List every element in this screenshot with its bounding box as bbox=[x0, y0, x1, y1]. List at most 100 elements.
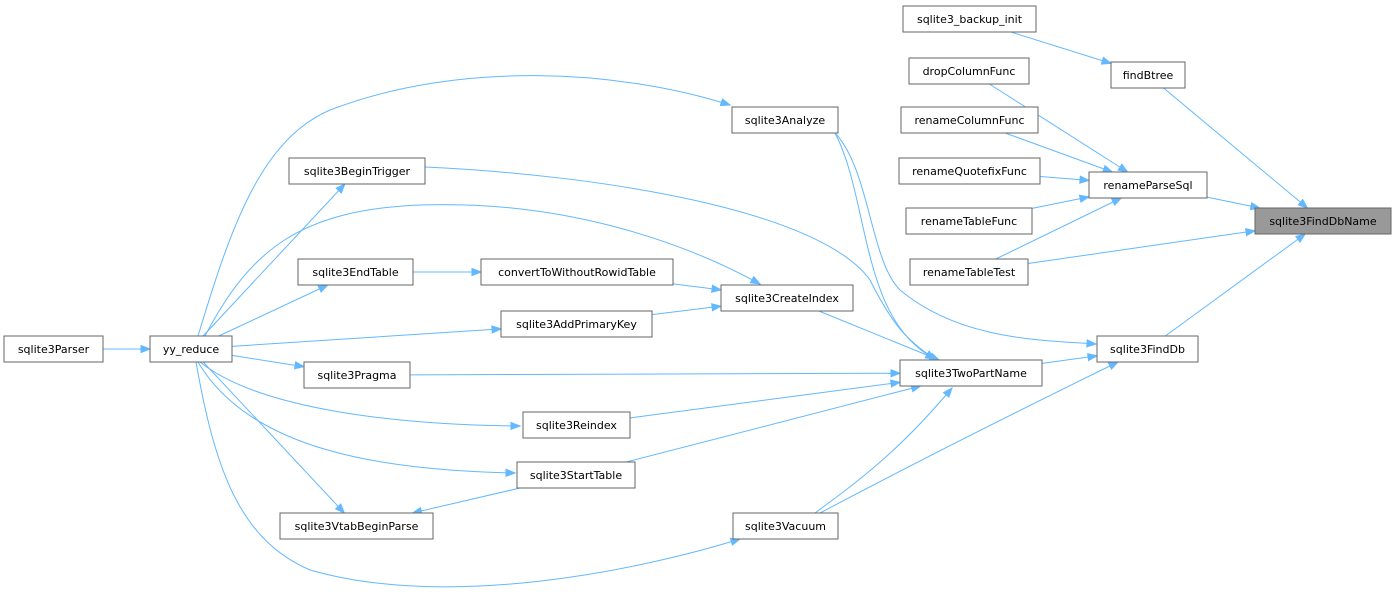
edge-line bbox=[834, 132, 1097, 345]
node-sqlite3FindDbName[interactable]: sqlite3FindDbName bbox=[1254, 207, 1392, 235]
edge-findBtree-to-sqlite3FindDbName bbox=[1163, 87, 1309, 209]
node-label: sqlite3VtabBeginParse bbox=[295, 520, 419, 533]
edge-line bbox=[626, 385, 921, 463]
edge-yy_reduce-to-sqlite3CreateIndex bbox=[204, 204, 762, 337]
arrow-head bbox=[1244, 227, 1257, 237]
arrow-head bbox=[1087, 352, 1099, 362]
edge-sqlite3Pragma-to-sqlite3TwoPartName bbox=[409, 369, 902, 378]
edge-line bbox=[424, 166, 936, 360]
node-box bbox=[1110, 61, 1186, 89]
node-sqlite3Analyze[interactable]: sqlite3Analyze bbox=[731, 106, 839, 134]
arrow-head bbox=[1297, 198, 1309, 209]
arrow-head bbox=[1086, 339, 1098, 348]
node-renameColumnFunc[interactable]: renameColumnFunc bbox=[900, 106, 1039, 134]
edge-sqlite3EndTable-to-convertToWithoutRowidTable bbox=[413, 267, 483, 277]
edge-yy_reduce-to-sqlite3Pragma bbox=[231, 354, 306, 370]
edge-line bbox=[1027, 230, 1256, 264]
edge-renameQuotefixFunc-to-renameParseSql bbox=[1039, 175, 1091, 184]
edge-line bbox=[412, 487, 521, 514]
arrow-head bbox=[334, 503, 346, 515]
arrow-head bbox=[471, 267, 483, 277]
node-renameParseSql[interactable]: renameParseSql bbox=[1088, 171, 1208, 199]
node-label: sqlite3StartTable bbox=[530, 469, 622, 482]
node-yy_reduce[interactable]: yy_reduce bbox=[149, 335, 233, 363]
node-box bbox=[899, 359, 1043, 387]
node-label: renameTableFunc bbox=[921, 215, 1017, 228]
edge-sqlite3Parser-to-yy_reduce bbox=[103, 344, 152, 354]
node-renameQuotefixFunc[interactable]: renameQuotefixFunc bbox=[898, 157, 1041, 185]
arrow-head bbox=[505, 468, 517, 478]
node-sqlite3BeginTrigger[interactable]: sqlite3BeginTrigger bbox=[288, 157, 426, 185]
edge-sqlite3AddPrimaryKey-to-sqlite3CreateIndex bbox=[651, 303, 723, 316]
arrow-head bbox=[140, 344, 152, 354]
node-sqlite3EndTable[interactable]: sqlite3EndTable bbox=[297, 258, 414, 286]
edge-sqlite3FindDb-to-sqlite3FindDbName bbox=[1165, 233, 1307, 337]
node-box bbox=[1254, 207, 1392, 235]
edge-line bbox=[818, 310, 940, 361]
node-label: sqlite3EndTable bbox=[312, 266, 398, 279]
node-box bbox=[720, 284, 854, 312]
node-sqlite3Pragma[interactable]: sqlite3Pragma bbox=[303, 361, 411, 389]
node-label: yy_reduce bbox=[163, 343, 220, 356]
edge-convertToWithoutRowidTable-to-sqlite3CreateIndex bbox=[672, 283, 723, 293]
node-label: renameColumnFunc bbox=[914, 114, 1024, 127]
edge-line bbox=[1165, 233, 1306, 337]
arrow-head bbox=[1078, 194, 1091, 203]
node-sqlite3StartTable[interactable]: sqlite3StartTable bbox=[516, 461, 636, 489]
arrow-head bbox=[491, 325, 503, 334]
node-sqlite3TwoPartName[interactable]: sqlite3TwoPartName bbox=[899, 359, 1043, 387]
edge-line bbox=[1005, 132, 1113, 173]
arrow-head bbox=[942, 386, 953, 398]
edge-yy_reduce-to-sqlite3VtabBeginParse bbox=[202, 361, 346, 515]
node-dropColumnFunc[interactable]: dropColumnFunc bbox=[908, 57, 1030, 85]
edge-line bbox=[202, 183, 346, 337]
node-convertToWithoutRowidTable[interactable]: convertToWithoutRowidTable bbox=[480, 258, 674, 286]
node-sqlite3Parser[interactable]: sqlite3Parser bbox=[3, 335, 104, 363]
node-renameTableTest[interactable]: renameTableTest bbox=[909, 258, 1029, 286]
node-sqlite3CreateIndex[interactable]: sqlite3CreateIndex bbox=[720, 284, 854, 312]
node-sqlite3VtabBeginParse[interactable]: sqlite3VtabBeginParse bbox=[279, 512, 434, 540]
edge-line bbox=[199, 361, 521, 427]
arrow-head bbox=[1107, 361, 1120, 370]
edge-line bbox=[995, 197, 1122, 260]
node-label: sqlite3BeginTrigger bbox=[304, 165, 411, 178]
node-sqlite3FindDb[interactable]: sqlite3FindDb bbox=[1096, 335, 1199, 363]
edge-line bbox=[409, 372, 901, 376]
nodes-layer: sqlite3_backup_init findBtree dropColumnFu… bbox=[3, 5, 1392, 540]
arrow-head bbox=[890, 369, 902, 378]
edge-renameTableTest-to-sqlite3FindDbName bbox=[1027, 227, 1257, 264]
arrow-head bbox=[1101, 164, 1114, 173]
node-sqlite3AddPrimaryKey[interactable]: sqlite3AddPrimaryKey bbox=[500, 310, 653, 338]
node-box bbox=[279, 512, 434, 540]
edge-line bbox=[231, 328, 502, 347]
node-sqlite3_backup_init[interactable]: sqlite3_backup_init bbox=[902, 5, 1037, 33]
edge-sqlite3TwoPartName-to-sqlite3FindDb bbox=[1041, 352, 1099, 364]
node-renameTableFunc[interactable]: renameTableFunc bbox=[905, 207, 1033, 235]
edge-line bbox=[218, 284, 328, 337]
edge-yy_reduce-to-sqlite3StartTable bbox=[197, 361, 517, 478]
node-box bbox=[731, 106, 839, 134]
arrow-head bbox=[719, 98, 732, 107]
node-findBtree[interactable]: findBtree bbox=[1110, 61, 1186, 89]
arrow-head bbox=[1117, 163, 1129, 173]
node-sqlite3Reindex[interactable]: sqlite3Reindex bbox=[522, 411, 631, 439]
edge-renameParseSql-to-sqlite3FindDbName bbox=[1206, 196, 1262, 211]
edge-line bbox=[814, 387, 953, 514]
node-label: sqlite3Vacuum bbox=[745, 520, 826, 533]
edge-line bbox=[202, 361, 345, 514]
arrow-head bbox=[510, 421, 522, 431]
arrow-head bbox=[1100, 56, 1113, 65]
node-box bbox=[905, 207, 1033, 235]
edge-yy_reduce-to-sqlite3BeginTrigger bbox=[202, 182, 346, 337]
arrow-head bbox=[711, 284, 723, 293]
node-label: sqlite3TwoPartName bbox=[915, 367, 1027, 380]
node-box bbox=[3, 335, 104, 363]
node-label: sqlite3FindDb bbox=[1110, 343, 1185, 356]
node-label: sqlite3FindDbName bbox=[1269, 215, 1377, 228]
node-sqlite3Vacuum[interactable]: sqlite3Vacuum bbox=[732, 512, 839, 540]
edge-yy_reduce-to-sqlite3AddPrimaryKey bbox=[231, 325, 503, 347]
node-box bbox=[303, 361, 411, 389]
node-box bbox=[1088, 171, 1208, 199]
node-label: sqlite3Reindex bbox=[536, 419, 617, 432]
